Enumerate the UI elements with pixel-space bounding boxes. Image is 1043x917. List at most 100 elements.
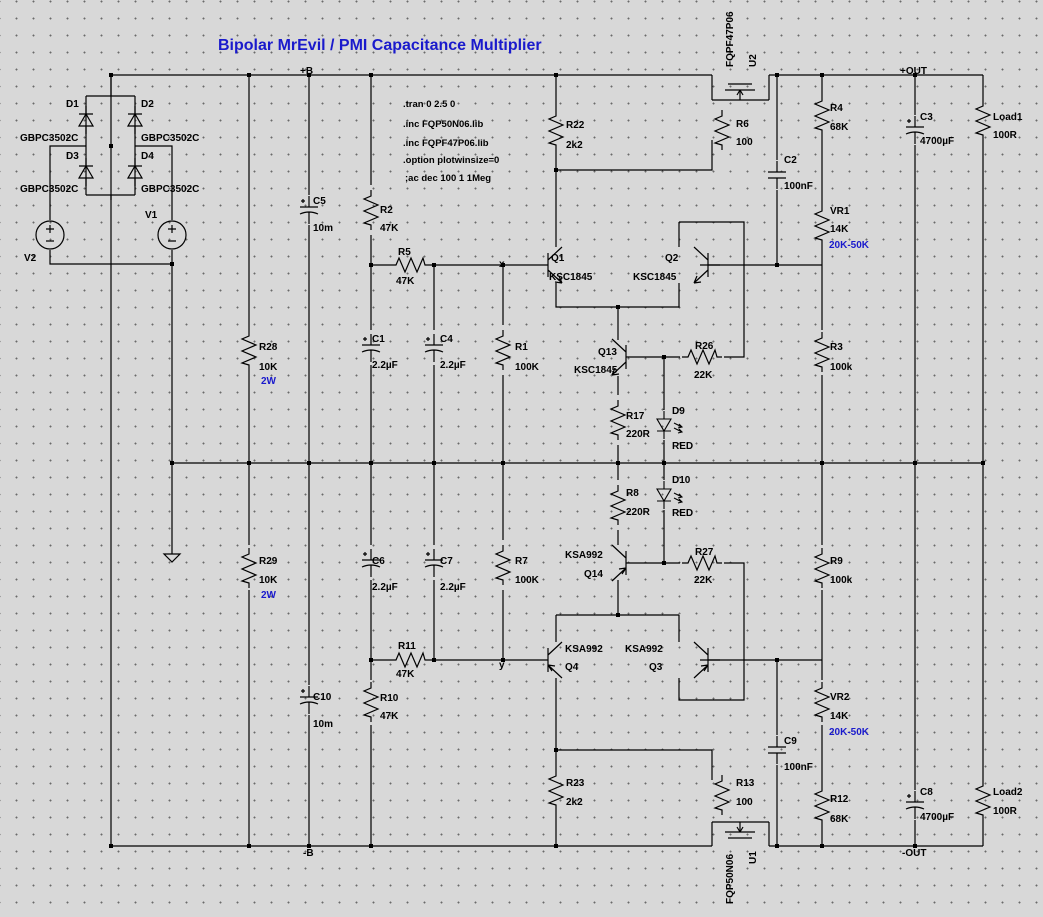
label-r9-name: R9 bbox=[830, 556, 843, 567]
label-c7-value: 2.2µF bbox=[440, 582, 466, 593]
label-q4-name: Q4 bbox=[565, 662, 579, 673]
label-r22-value: 2k2 bbox=[566, 140, 583, 151]
label-d3-name: D3 bbox=[66, 151, 79, 162]
label-r11-value: 47K bbox=[396, 669, 415, 680]
label-r3-name: R3 bbox=[830, 342, 843, 353]
label-r6-value: 100 bbox=[736, 137, 753, 148]
net-label-pos-b: +B bbox=[300, 66, 313, 77]
label-d9-value: RED bbox=[672, 441, 693, 452]
label-c9-name: C9 bbox=[784, 736, 797, 747]
label-r6-name: R6 bbox=[736, 119, 749, 130]
label-r26-name: R26 bbox=[695, 341, 714, 352]
label-c1-value: 2.2µF bbox=[372, 360, 398, 371]
label-r5-value: 47K bbox=[396, 276, 415, 287]
resistor-r6 bbox=[714, 109, 730, 151]
label-q4-value: KSA992 bbox=[565, 644, 603, 655]
voltage-source-v2 bbox=[35, 220, 65, 250]
label-vr2-range: 20K-50K bbox=[829, 727, 870, 738]
label-c5-name: C5 bbox=[313, 196, 326, 207]
junction-dots bbox=[109, 73, 985, 848]
label-c1-name: C1 bbox=[372, 334, 385, 345]
label-vr2-name: VR2 bbox=[830, 692, 850, 703]
label-r2-value: 47K bbox=[380, 223, 399, 234]
resistor-r7 bbox=[495, 544, 511, 586]
label-r4-name: R4 bbox=[830, 103, 843, 114]
directive-option: .option plotwinsize=0 bbox=[403, 155, 499, 166]
label-r27-value: 22K bbox=[694, 575, 713, 586]
label-r11-name: R11 bbox=[398, 641, 416, 652]
label-r1-value: 100K bbox=[515, 362, 540, 373]
label-r10-name: R10 bbox=[380, 693, 399, 704]
label-q2-name: Q2 bbox=[665, 253, 679, 264]
label-c2-name: C2 bbox=[784, 155, 797, 166]
label-c2-value: 100nF bbox=[784, 181, 813, 192]
resistor-r13 bbox=[714, 774, 730, 816]
label-c9-value: 100nF bbox=[784, 762, 813, 773]
resistor-r8 bbox=[610, 484, 626, 526]
label-r7-value: 100K bbox=[515, 575, 540, 586]
label-c5-value: 10m bbox=[313, 223, 333, 234]
label-c6-name: C6 bbox=[372, 556, 385, 567]
label-c6-value: 2.2µF bbox=[372, 582, 398, 593]
label-r10-value: 47K bbox=[380, 711, 399, 722]
net-label-neg-out: -OUT bbox=[902, 848, 926, 859]
label-load1-name: Load1 bbox=[993, 112, 1023, 123]
label-d1-value: GBPC3502C bbox=[20, 133, 78, 144]
transistor-q4 bbox=[535, 641, 563, 679]
label-r28-power: 2W bbox=[261, 376, 277, 387]
label-r28-name: R28 bbox=[259, 342, 278, 353]
label-q1-name: Q1 bbox=[551, 253, 565, 264]
label-load1-value: 100R bbox=[993, 130, 1018, 141]
label-r29-name: R29 bbox=[259, 556, 278, 567]
label-q13-value: KSC1845 bbox=[574, 365, 618, 376]
label-r13-value: 100 bbox=[736, 797, 753, 808]
label-vr1-name: VR1 bbox=[830, 206, 850, 217]
net-label-pos-out: +OUT bbox=[900, 66, 927, 77]
label-r2-name: R2 bbox=[380, 205, 393, 216]
label-d2-name: D2 bbox=[141, 99, 154, 110]
resistor-r2 bbox=[363, 189, 379, 231]
label-r4-value: 68K bbox=[830, 122, 849, 133]
label-q2-value: KSC1845 bbox=[633, 272, 677, 283]
resistor-r1 bbox=[495, 329, 511, 371]
mosfet-u1 bbox=[725, 826, 755, 839]
label-r9-value: 100k bbox=[830, 575, 853, 586]
label-q3-value: KSA992 bbox=[625, 644, 663, 655]
resistor-r9 bbox=[814, 547, 830, 589]
label-c4-name: C4 bbox=[440, 334, 453, 345]
load2-resistor bbox=[975, 779, 991, 821]
label-r7-name: R7 bbox=[515, 556, 528, 567]
resistor-r26 bbox=[681, 349, 723, 365]
label-r29-value: 10K bbox=[259, 575, 278, 586]
voltage-source-v1 bbox=[157, 220, 187, 250]
label-r28-value: 10K bbox=[259, 362, 278, 373]
label-r23-value: 2k2 bbox=[566, 797, 583, 808]
ground-symbol bbox=[163, 545, 181, 563]
label-r26-value: 22K bbox=[694, 370, 713, 381]
label-u1-name: U1 bbox=[748, 851, 759, 864]
label-r8-name: R8 bbox=[626, 488, 639, 499]
label-r22-name: R22 bbox=[566, 120, 585, 131]
label-r27-name: R27 bbox=[695, 547, 714, 558]
label-r3-value: 100k bbox=[830, 362, 853, 373]
label-d4-value: GBPC3502C bbox=[141, 184, 199, 195]
label-d4-name: D4 bbox=[141, 151, 154, 162]
resistor-r27 bbox=[681, 555, 723, 571]
directive-inc-fqp50n06: .inc FQP50N06.lib bbox=[403, 119, 483, 130]
diagram-title: Bipolar MrEvil / PMI Capacitance Multipl… bbox=[218, 37, 542, 54]
resistor-r5 bbox=[389, 257, 431, 273]
label-c4-value: 2.2µF bbox=[440, 360, 466, 371]
wires bbox=[49, 74, 984, 847]
label-c7-name: C7 bbox=[440, 556, 453, 567]
label-vr1-value: 14K bbox=[830, 224, 849, 235]
resistor-r22 bbox=[548, 109, 564, 151]
resistor-r29 bbox=[241, 547, 257, 589]
label-d10-name: D10 bbox=[672, 475, 691, 486]
label-c10-name: C10 bbox=[313, 692, 332, 703]
label-q14-value: KSA992 bbox=[565, 550, 603, 561]
label-d2-value: GBPC3502C bbox=[141, 133, 199, 144]
potentiometer-vr1 bbox=[814, 204, 830, 246]
label-c3-name: C3 bbox=[920, 112, 933, 123]
label-u1-value: FQP50N06 bbox=[725, 854, 736, 904]
